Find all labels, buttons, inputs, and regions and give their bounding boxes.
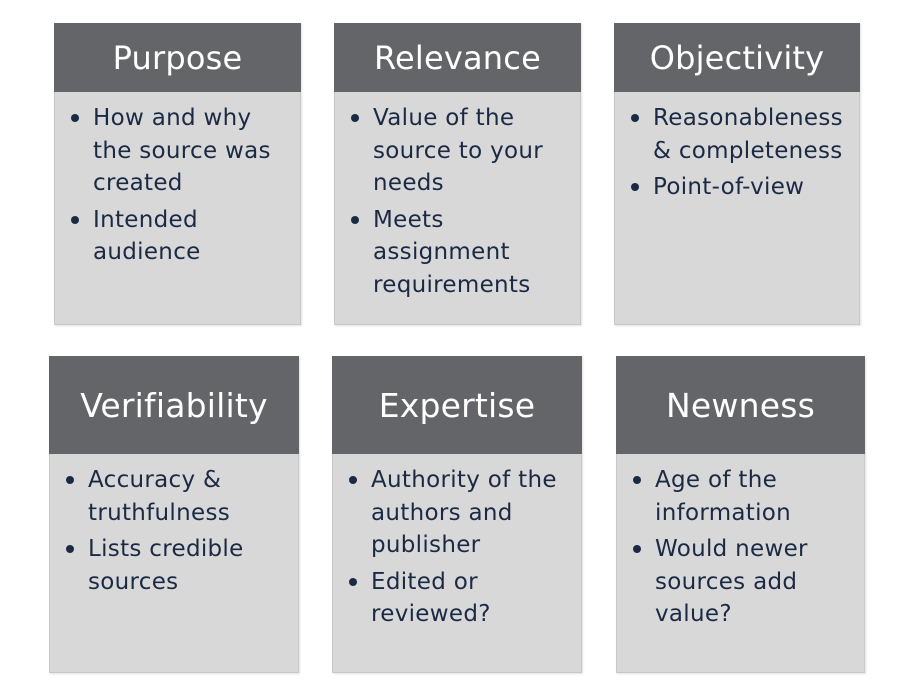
bullet-list: Age of the information Would newer sourc… [633,464,854,631]
bullet-text: How and why the source was created [93,105,271,196]
card-title: Relevance [334,23,581,92]
bullet-icon [66,476,74,484]
bullet-text: Lists credible sources [88,536,244,595]
bullet-text: Authority of the authors and publisher [371,467,557,558]
bullet-icon [631,183,639,191]
bullet-item: Intended audience [71,204,290,269]
bullet-list: Accuracy & truthfulness Lists credible s… [66,464,288,598]
bullet-item: Accuracy & truthfulness [66,464,288,529]
bullet-list: How and why the source was created Inten… [71,102,290,269]
bullet-item: Point-of-view [631,171,849,204]
bullet-item: Edited or reviewed? [349,566,571,631]
bullet-item: Authority of the authors and publisher [349,464,571,562]
bullet-icon [66,545,74,553]
card-title: Newness [616,356,865,454]
bullet-list: Value of the source to your needs Meets … [351,102,570,301]
card-expertise: Expertise Authority of the authors and p… [332,356,582,673]
bullet-icon [631,114,639,122]
bullet-text: Accuracy & truthfulness [88,467,231,526]
bullet-item: Meets assignment requirements [351,204,570,302]
card-title: Expertise [332,356,582,454]
bullet-icon [71,114,79,122]
card-objectivity: Objectivity Reasonableness & completenes… [614,23,860,325]
card-verifiability: Verifiability Accuracy & truthfulness Li… [49,356,299,673]
bullet-text: Reasonableness & completeness [653,105,843,164]
card-newness: Newness Age of the information Would new… [616,356,865,673]
bullet-item: Would newer sources add value? [633,533,854,631]
bullet-text: Value of the source to your needs [373,105,544,196]
card-body: How and why the source was created Inten… [54,92,301,325]
bullet-icon [71,215,79,224]
card-title: Objectivity [614,23,860,92]
card-body: Value of the source to your needs Meets … [334,92,581,325]
bullet-icon [633,476,641,484]
bullet-text: Point-of-view [653,174,805,200]
bullet-item: How and why the source was created [71,102,290,200]
card-body: Reasonableness & completeness Point-of-v… [614,92,860,325]
card-title: Purpose [54,23,301,92]
bullet-icon [351,215,359,224]
bullet-icon [351,114,359,122]
bullet-item: Lists credible sources [66,533,288,598]
card-body: Age of the information Would newer sourc… [616,454,865,673]
card-body: Authority of the authors and publisher E… [332,454,582,673]
card-purpose: Purpose How and why the source was creat… [54,23,301,325]
bullet-item: Reasonableness & completeness [631,102,849,167]
card-relevance: Relevance Value of the source to your ne… [334,23,581,325]
bullet-text: Edited or reviewed? [371,568,491,628]
bullet-text: Would newer sources add value? [655,536,808,627]
bullet-text: Intended audience [93,206,201,266]
bullet-icon [349,577,357,586]
bullet-icon [633,545,641,553]
card-body: Accuracy & truthfulness Lists credible s… [49,454,299,673]
bullet-list: Reasonableness & completeness Point-of-v… [631,102,849,204]
bullet-text: Meets assignment requirements [373,206,531,298]
bullet-text: Age of the information [655,467,792,526]
bullet-item: Value of the source to your needs [351,102,570,200]
bullet-item: Age of the information [633,464,854,529]
bullet-list: Authority of the authors and publisher E… [349,464,571,631]
card-title: Verifiability [49,356,299,454]
bullet-icon [349,476,357,484]
